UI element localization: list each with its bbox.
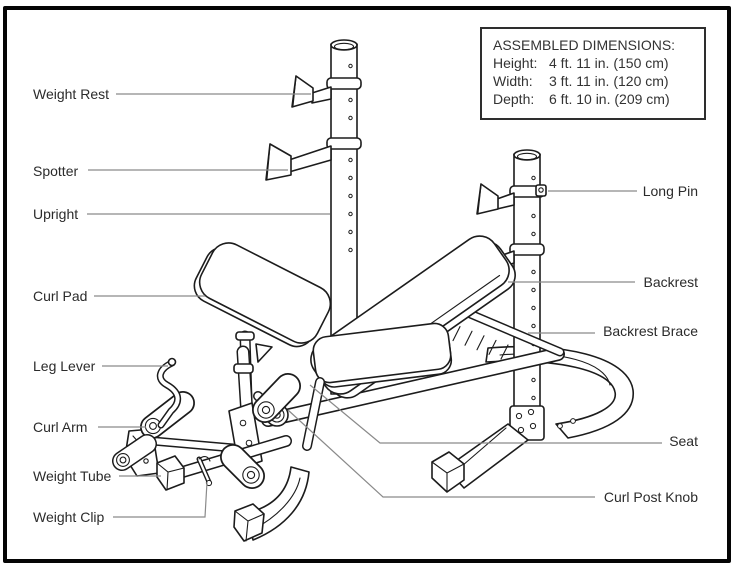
right-foam-rollers-drawing: [220, 373, 301, 489]
dimension-value: 4 ft. 11 in. (150 cm): [549, 55, 669, 71]
part-label-upright: Upright: [33, 206, 79, 222]
curl-pad-drawing: [193, 242, 332, 348]
leader-seat: [309, 384, 662, 444]
leg-developer-drawing: [112, 345, 301, 491]
part-label-weight-rest: Weight Rest: [33, 86, 109, 102]
front-foot-drawing: [233, 466, 310, 542]
rear-base-foot-drawing: [431, 405, 545, 493]
dimensions-title: ASSEMBLED DIMENSIONS:: [493, 37, 676, 53]
dimension-row-depth: Depth: 6 ft. 10 in. (209 cm): [493, 90, 704, 108]
dimension-row-height: Height: 4 ft. 11 in. (150 cm): [493, 54, 704, 72]
part-label-weight-tube: Weight Tube: [33, 468, 112, 484]
part-label-weight-clip: Weight Clip: [33, 509, 105, 525]
left-post-holes: [348, 63, 353, 253]
part-label-long-pin: Long Pin: [642, 183, 698, 199]
part-label-spotter: Spotter: [33, 163, 79, 179]
spotter-drawing: [265, 137, 362, 181]
dimension-value: 3 ft. 11 in. (120 cm): [549, 73, 669, 89]
part-label-backrest: Backrest: [643, 274, 698, 290]
assembled-dimensions-box: ASSEMBLED DIMENSIONS: Height: 4 ft. 11 i…: [480, 27, 706, 120]
part-label-backrest-brace: Backrest Brace: [603, 323, 698, 339]
dimension-row-width: Width: 3 ft. 11 in. (120 cm): [493, 72, 704, 90]
part-label-curl-arm: Curl Arm: [33, 419, 88, 435]
part-label-curl-post-knob: Curl Post Knob: [603, 489, 698, 505]
leg-lever-drawing: [156, 357, 182, 429]
dimension-label: Depth:: [493, 91, 535, 107]
leader-curl-post-knob: [287, 409, 595, 498]
dimension-label: Width:: [493, 73, 533, 89]
dimension-label: Height:: [493, 55, 538, 71]
long-pin-drawing: [535, 184, 547, 197]
dimension-value: 6 ft. 10 in. (209 cm): [549, 91, 670, 107]
seat-drawing: [312, 322, 453, 388]
leader-lines: [87, 93, 662, 518]
part-label-leg-lever: Leg Lever: [33, 358, 96, 374]
part-label-seat: Seat: [669, 433, 698, 449]
part-label-curl-pad: Curl Pad: [33, 288, 88, 304]
weight-rest-drawing: [291, 75, 362, 108]
leader-weight-clip: [113, 481, 208, 518]
